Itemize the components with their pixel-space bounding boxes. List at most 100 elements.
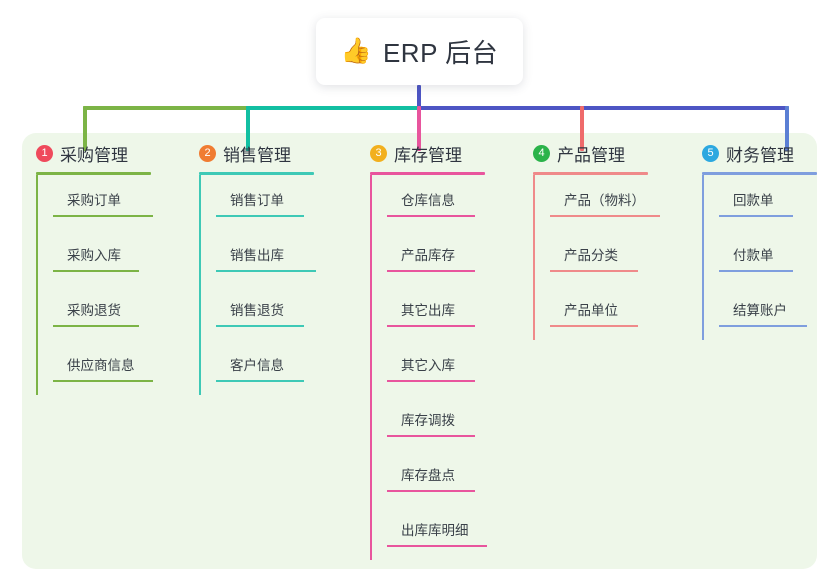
leaf-item[interactable]: 产品单位 <box>550 285 648 340</box>
leaf-item-rule <box>550 325 638 327</box>
branch-drop-1 <box>83 106 87 151</box>
leaf-item[interactable]: 其它入库 <box>387 340 485 395</box>
leaf-item-label: 客户信息 <box>230 358 284 373</box>
leaf-item-label: 采购退货 <box>67 303 121 318</box>
branch-rule-1 <box>36 172 151 175</box>
trunk-segment-indigo <box>417 106 789 110</box>
leaf-item-rule <box>53 215 153 217</box>
leaf-item-rule <box>387 490 475 492</box>
leaf-item-label: 采购订单 <box>67 193 121 208</box>
leaf-item-label: 回款单 <box>733 193 774 208</box>
branch-badge-5: 5 <box>702 144 719 162</box>
branch-spine-4 <box>533 175 535 340</box>
branch-title-4: 产品管理 <box>557 145 625 165</box>
leaf-item-rule <box>387 545 487 547</box>
leaf-item[interactable]: 供应商信息 <box>53 340 153 395</box>
branch-items-1: 采购订单采购入库采购退货供应商信息 <box>36 175 153 395</box>
leaf-item-rule <box>719 215 793 217</box>
leaf-item[interactable]: 库存盘点 <box>387 450 485 505</box>
branch-header-2[interactable]: 2 销售管理 <box>199 140 314 166</box>
leaf-item[interactable]: 客户信息 <box>216 340 314 395</box>
leaf-item-label: 仓库信息 <box>401 193 455 208</box>
leaf-item-rule <box>387 435 475 437</box>
leaf-item-label: 库存调拨 <box>401 413 455 428</box>
leaf-item-label: 产品单位 <box>564 303 618 318</box>
leaf-item-label: 销售退货 <box>230 303 284 318</box>
branch-header-3[interactable]: 3 库存管理 <box>370 140 485 166</box>
leaf-item-label: 结算账户 <box>733 303 787 318</box>
branch-spine-2 <box>199 175 201 395</box>
branch-header-4[interactable]: 4 产品管理 <box>533 140 648 166</box>
leaf-item[interactable]: 仓库信息 <box>387 175 485 230</box>
leaf-item[interactable]: 销售订单 <box>216 175 314 230</box>
branch-badge-1: 1 <box>36 144 53 162</box>
branch-drop-2 <box>246 106 250 151</box>
leaf-item-label: 产品（物料） <box>564 193 645 208</box>
branch-rule-2 <box>199 172 314 175</box>
trunk-segment-teal <box>246 106 419 110</box>
leaf-item[interactable]: 销售出库 <box>216 230 316 285</box>
branch-badge-2: 2 <box>199 144 216 162</box>
branch-column-2: 2 销售管理 销售订单销售出库销售退货客户信息 <box>199 140 316 395</box>
leaf-item[interactable]: 产品（物料） <box>550 175 660 230</box>
root-stem-connector <box>417 85 421 108</box>
branch-badge-3: 3 <box>370 144 387 162</box>
branch-drop-5 <box>785 106 789 151</box>
leaf-item[interactable]: 库存调拨 <box>387 395 485 450</box>
branch-rule-5 <box>702 172 817 175</box>
branch-column-4: 4 产品管理 产品（物料） 产品分类产品单位 <box>533 140 660 340</box>
branch-drop-3 <box>417 106 421 151</box>
leaf-item-label: 产品库存 <box>401 248 455 263</box>
branch-badge-4: 4 <box>533 144 550 162</box>
leaf-item[interactable]: 产品库存 <box>387 230 485 285</box>
leaf-item[interactable]: 付款单 <box>719 230 817 285</box>
branch-spine-3 <box>370 175 372 560</box>
leaf-item[interactable]: 其它出库 <box>387 285 485 340</box>
leaf-item-label: 销售出库 <box>230 248 284 263</box>
leaf-item-rule <box>387 325 475 327</box>
branch-items-5: 回款单付款单结算账户 <box>702 175 817 340</box>
branch-title-3: 库存管理 <box>394 145 462 165</box>
leaf-item-label: 付款单 <box>733 248 774 263</box>
leaf-item-label: 销售订单 <box>230 193 284 208</box>
leaf-item-label: 采购入库 <box>67 248 121 263</box>
branch-header-5[interactable]: 5 财务管理 <box>702 140 817 166</box>
leaf-item[interactable]: 采购退货 <box>53 285 151 340</box>
leaf-item-rule <box>387 380 475 382</box>
leaf-item[interactable]: 出库库明细 <box>387 505 487 560</box>
leaf-item[interactable]: 结算账户 <box>719 285 817 340</box>
thumbs-up-icon: 👍 <box>340 37 372 65</box>
leaf-item-rule <box>387 270 475 272</box>
leaf-item-label: 其它入库 <box>401 358 455 373</box>
branch-column-5: 5 财务管理 回款单付款单结算账户 <box>702 140 817 340</box>
leaf-item-rule <box>719 270 793 272</box>
branch-title-2: 销售管理 <box>223 145 291 165</box>
trunk-segment-green <box>83 106 248 110</box>
leaf-item-rule <box>387 215 475 217</box>
branch-items-4: 产品（物料） 产品分类产品单位 <box>533 175 660 340</box>
diagram-panel <box>22 133 817 569</box>
leaf-item-rule <box>216 325 304 327</box>
branch-title-5: 财务管理 <box>726 145 794 165</box>
leaf-item-label: 其它出库 <box>401 303 455 318</box>
leaf-item-label: 供应商信息 <box>67 358 135 373</box>
leaf-item[interactable]: 采购订单 <box>53 175 153 230</box>
leaf-item[interactable]: 产品分类 <box>550 230 648 285</box>
branch-column-1: 1 采购管理 采购订单采购入库采购退货供应商信息 <box>36 140 153 395</box>
leaf-item-rule <box>216 270 316 272</box>
leaf-item-rule <box>550 270 638 272</box>
leaf-item[interactable]: 销售退货 <box>216 285 314 340</box>
leaf-item-rule <box>216 215 304 217</box>
root-title: ERP 后台 <box>382 38 499 68</box>
branch-items-3: 仓库信息产品库存其它出库其它入库库存调拨库存盘点出库库明细 <box>370 175 487 560</box>
root-node[interactable]: 👍 ERP 后台 <box>316 18 523 85</box>
branch-header-1[interactable]: 1 采购管理 <box>36 140 151 166</box>
leaf-item-rule <box>550 215 660 217</box>
leaf-item-rule <box>216 380 304 382</box>
leaf-item[interactable]: 回款单 <box>719 175 817 230</box>
leaf-item[interactable]: 采购入库 <box>53 230 151 285</box>
leaf-item-rule <box>53 325 139 327</box>
branch-rule-3 <box>370 172 485 175</box>
leaf-item-label: 产品分类 <box>564 248 618 263</box>
